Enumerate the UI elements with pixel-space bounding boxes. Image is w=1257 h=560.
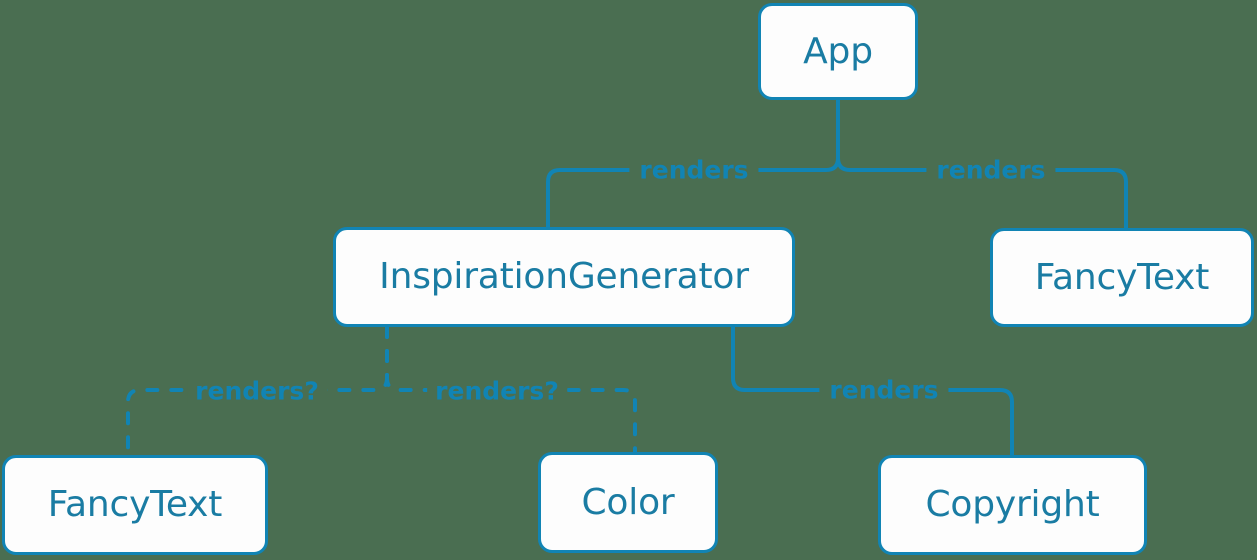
node-fancytext-bottom-label: FancyText bbox=[47, 484, 223, 525]
edge-label-inspirationgenerator-fancytext-bottom: renders? bbox=[187, 378, 327, 404]
node-app[interactable]: App bbox=[758, 3, 918, 100]
node-inspirationgenerator-label: InspirationGenerator bbox=[379, 256, 749, 297]
node-fancytext-top-label: FancyText bbox=[1034, 256, 1210, 298]
node-app-label: App bbox=[803, 30, 873, 72]
node-color-label: Color bbox=[581, 481, 675, 523]
node-inspirationgenerator[interactable]: InspirationGenerator bbox=[333, 227, 795, 327]
edge-label-inspirationgenerator-copyright: renders bbox=[819, 377, 949, 403]
node-fancytext-top[interactable]: FancyText bbox=[990, 228, 1254, 327]
edge-label-app-inspirationgenerator: renders bbox=[629, 157, 759, 183]
node-copyright[interactable]: Copyright bbox=[878, 455, 1147, 555]
node-fancytext-bottom[interactable]: FancyText bbox=[2, 455, 268, 555]
node-color[interactable]: Color bbox=[538, 452, 718, 553]
edge-label-inspirationgenerator-color: renders? bbox=[427, 378, 567, 404]
node-copyright-label: Copyright bbox=[925, 484, 1100, 525]
edge-label-app-fancytext-top: renders bbox=[926, 157, 1056, 183]
edge-inspirationgenerator-to-color bbox=[385, 325, 637, 454]
